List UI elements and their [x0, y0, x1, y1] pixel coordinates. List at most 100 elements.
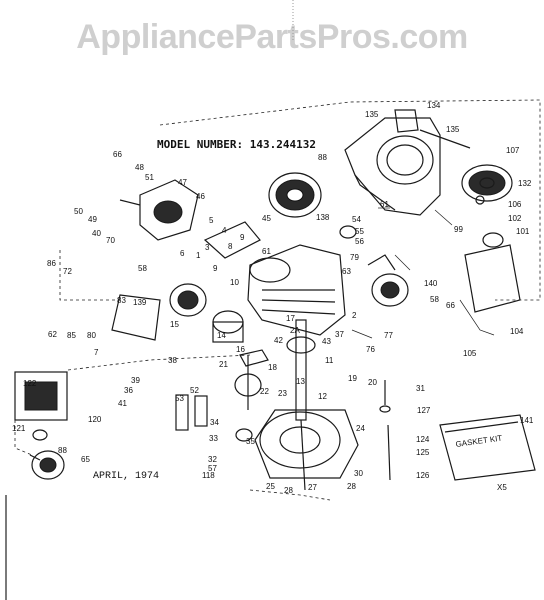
callout-99: 99	[454, 225, 463, 234]
callout-19: 19	[348, 374, 357, 383]
callout-41: 41	[118, 399, 127, 408]
callout-61: 61	[262, 247, 271, 256]
callout-52: 52	[190, 386, 199, 395]
callout-76: 76	[366, 345, 375, 354]
callout-80: 80	[87, 331, 96, 340]
callout-127: 127	[417, 406, 431, 415]
camshaft	[234, 355, 262, 410]
callout-55: 55	[355, 227, 364, 236]
callout-104: 104	[510, 327, 524, 336]
callout-2A: 2A	[290, 326, 300, 335]
callout-79: 79	[350, 253, 359, 262]
misc-parts	[32, 109, 485, 442]
callout-118: 118	[202, 471, 215, 480]
callout-9: 9	[213, 264, 218, 273]
flywheel	[268, 172, 322, 218]
callout-4: 4	[222, 226, 227, 235]
callout-106: 106	[508, 200, 522, 209]
callout-134: 134	[427, 101, 441, 110]
callout-50: 50	[74, 207, 83, 216]
piston	[212, 310, 244, 343]
callout-9: 9	[240, 233, 245, 242]
callout-11: 11	[325, 356, 334, 365]
callout-33: 33	[209, 434, 218, 443]
callout-23: 23	[278, 389, 287, 398]
callout-86: 86	[47, 259, 56, 268]
air-filter	[14, 371, 68, 421]
boundary-line-left	[59, 250, 120, 301]
callout-54: 54	[352, 215, 361, 224]
callout-22: 22	[260, 387, 269, 396]
cylinder-block	[247, 244, 346, 336]
callout-48: 48	[135, 163, 144, 172]
callout-36: 36	[124, 386, 133, 395]
engine-base	[254, 409, 359, 479]
callout-27: 27	[308, 483, 317, 492]
blower-housing	[344, 117, 441, 216]
recoil-starter	[367, 254, 409, 307]
cylinder-head	[119, 179, 199, 241]
callout-34: 34	[210, 418, 219, 427]
callout-25: 25	[266, 482, 275, 491]
callout-5: 5	[209, 216, 214, 225]
callout-14: 14	[217, 331, 226, 340]
callout-32: 32	[208, 455, 217, 464]
callout-122: 122	[23, 379, 37, 388]
callout-135: 135	[446, 125, 460, 134]
callout-45: 45	[262, 214, 271, 223]
callout-85: 85	[67, 331, 76, 340]
callout-56: 56	[355, 237, 364, 246]
callout-3: 3	[205, 243, 210, 252]
callout-141: 141	[520, 416, 534, 425]
callout-107: 107	[506, 146, 520, 155]
callout-63: 63	[342, 267, 351, 276]
callout-101: 101	[516, 227, 530, 236]
diagram-date: APRIL, 1974	[93, 471, 160, 482]
callout-7: 7	[94, 348, 99, 357]
callout-31: 31	[416, 384, 425, 393]
callout-X5: X5	[497, 483, 507, 492]
callout-1: 1	[196, 251, 201, 260]
callout-28: 28	[347, 482, 356, 491]
callout-42: 42	[274, 336, 283, 345]
callout-24: 24	[356, 424, 365, 433]
callout-8: 8	[228, 242, 233, 251]
callout-37: 37	[335, 330, 344, 339]
muffler	[464, 232, 521, 313]
callout-18: 18	[268, 363, 277, 372]
callout-10: 10	[230, 278, 239, 287]
callout-140: 140	[424, 279, 438, 288]
callout-65: 65	[81, 455, 90, 464]
callout-38: 38	[168, 356, 177, 365]
callout-35: 35	[246, 437, 255, 446]
callout-12: 12	[318, 392, 327, 401]
callout-43: 43	[322, 337, 331, 346]
callout-66: 66	[113, 150, 122, 159]
callout-49: 49	[88, 215, 97, 224]
callout-58: 58	[430, 295, 439, 304]
model-number-title: MODEL NUMBER: 143.244132	[157, 138, 316, 151]
callout-21: 21	[219, 360, 228, 369]
callout-132: 132	[518, 179, 532, 188]
callout-46: 46	[196, 192, 205, 201]
gasket-kit-label: GASKET KIT	[455, 434, 503, 449]
callout-121: 121	[12, 424, 26, 433]
dipstick	[379, 380, 391, 481]
callout-2: 2	[352, 311, 357, 320]
callout-70: 70	[106, 236, 115, 245]
callout-57: 57	[208, 464, 217, 473]
callout-16: 16	[236, 345, 245, 354]
callout-88: 88	[318, 153, 327, 162]
callout-58: 58	[138, 264, 147, 273]
callout-83: 83	[117, 296, 126, 305]
callout-126: 126	[416, 471, 430, 480]
callout-105: 105	[463, 349, 477, 358]
callout-124: 124	[416, 435, 430, 444]
callout-40: 40	[92, 229, 101, 238]
callout-20: 20	[368, 378, 377, 387]
callout-13: 13	[296, 377, 305, 386]
callout-53: 53	[175, 394, 184, 403]
